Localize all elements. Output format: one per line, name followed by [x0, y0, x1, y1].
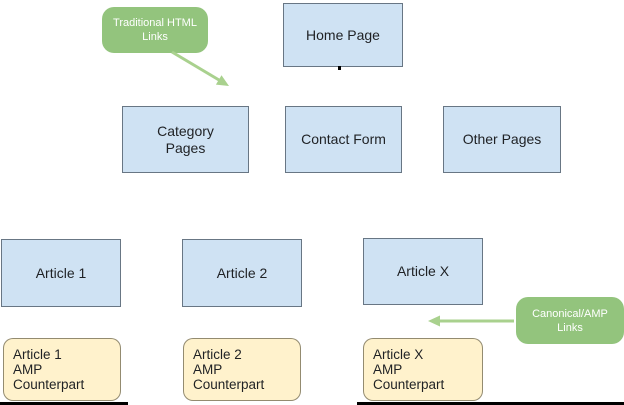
callout-canonical-amp-links: Canonical/AMP Links [516, 297, 624, 344]
node-article-1-amp-counterpart: Article 1 AMP Counterpart [3, 338, 121, 401]
node-article-2: Article 2 [182, 239, 302, 307]
bottom-edge-bar-left [0, 402, 128, 405]
node-home-page-label: Home Page [306, 26, 380, 43]
node-article-2-label: Article 2 [216, 264, 268, 281]
node-article-1-amp-label: Article 1 AMP Counterpart [13, 347, 85, 392]
node-article-2-amp-counterpart: Article 2 AMP Counterpart [183, 338, 301, 401]
node-article-x-label: Article X [396, 263, 450, 279]
node-article-x-amp-label: Article X AMP Counterpart [373, 347, 445, 392]
node-category-pages-label: Category Pages [157, 122, 214, 156]
node-article-1: Article 1 [1, 239, 121, 307]
node-article-x: Article X [363, 238, 483, 305]
node-article-1-label: Article 1 [35, 264, 87, 281]
canonical-links-arrow [428, 315, 514, 327]
bottom-edge-bar-right [357, 402, 624, 405]
traditional-links-arrow [171, 50, 229, 86]
node-other-pages-label: Other Pages [462, 131, 542, 147]
node-article-2-amp-label: Article 2 AMP Counterpart [193, 347, 265, 392]
callout-traditional-html-links: Traditional HTML Links [102, 7, 208, 53]
connector-stub [338, 66, 341, 70]
callout-traditional-html-links-label: Traditional HTML Links [113, 17, 197, 43]
node-article-x-amp-counterpart: Article X AMP Counterpart [363, 338, 483, 401]
node-category-pages: Category Pages [122, 106, 249, 173]
node-contact-form-label: Contact Form [301, 131, 386, 147]
node-contact-form: Contact Form [285, 106, 402, 173]
node-other-pages: Other Pages [443, 106, 561, 173]
callout-canonical-amp-links-label: Canonical/AMP Links [532, 307, 608, 334]
node-home-page: Home Page [283, 3, 403, 67]
